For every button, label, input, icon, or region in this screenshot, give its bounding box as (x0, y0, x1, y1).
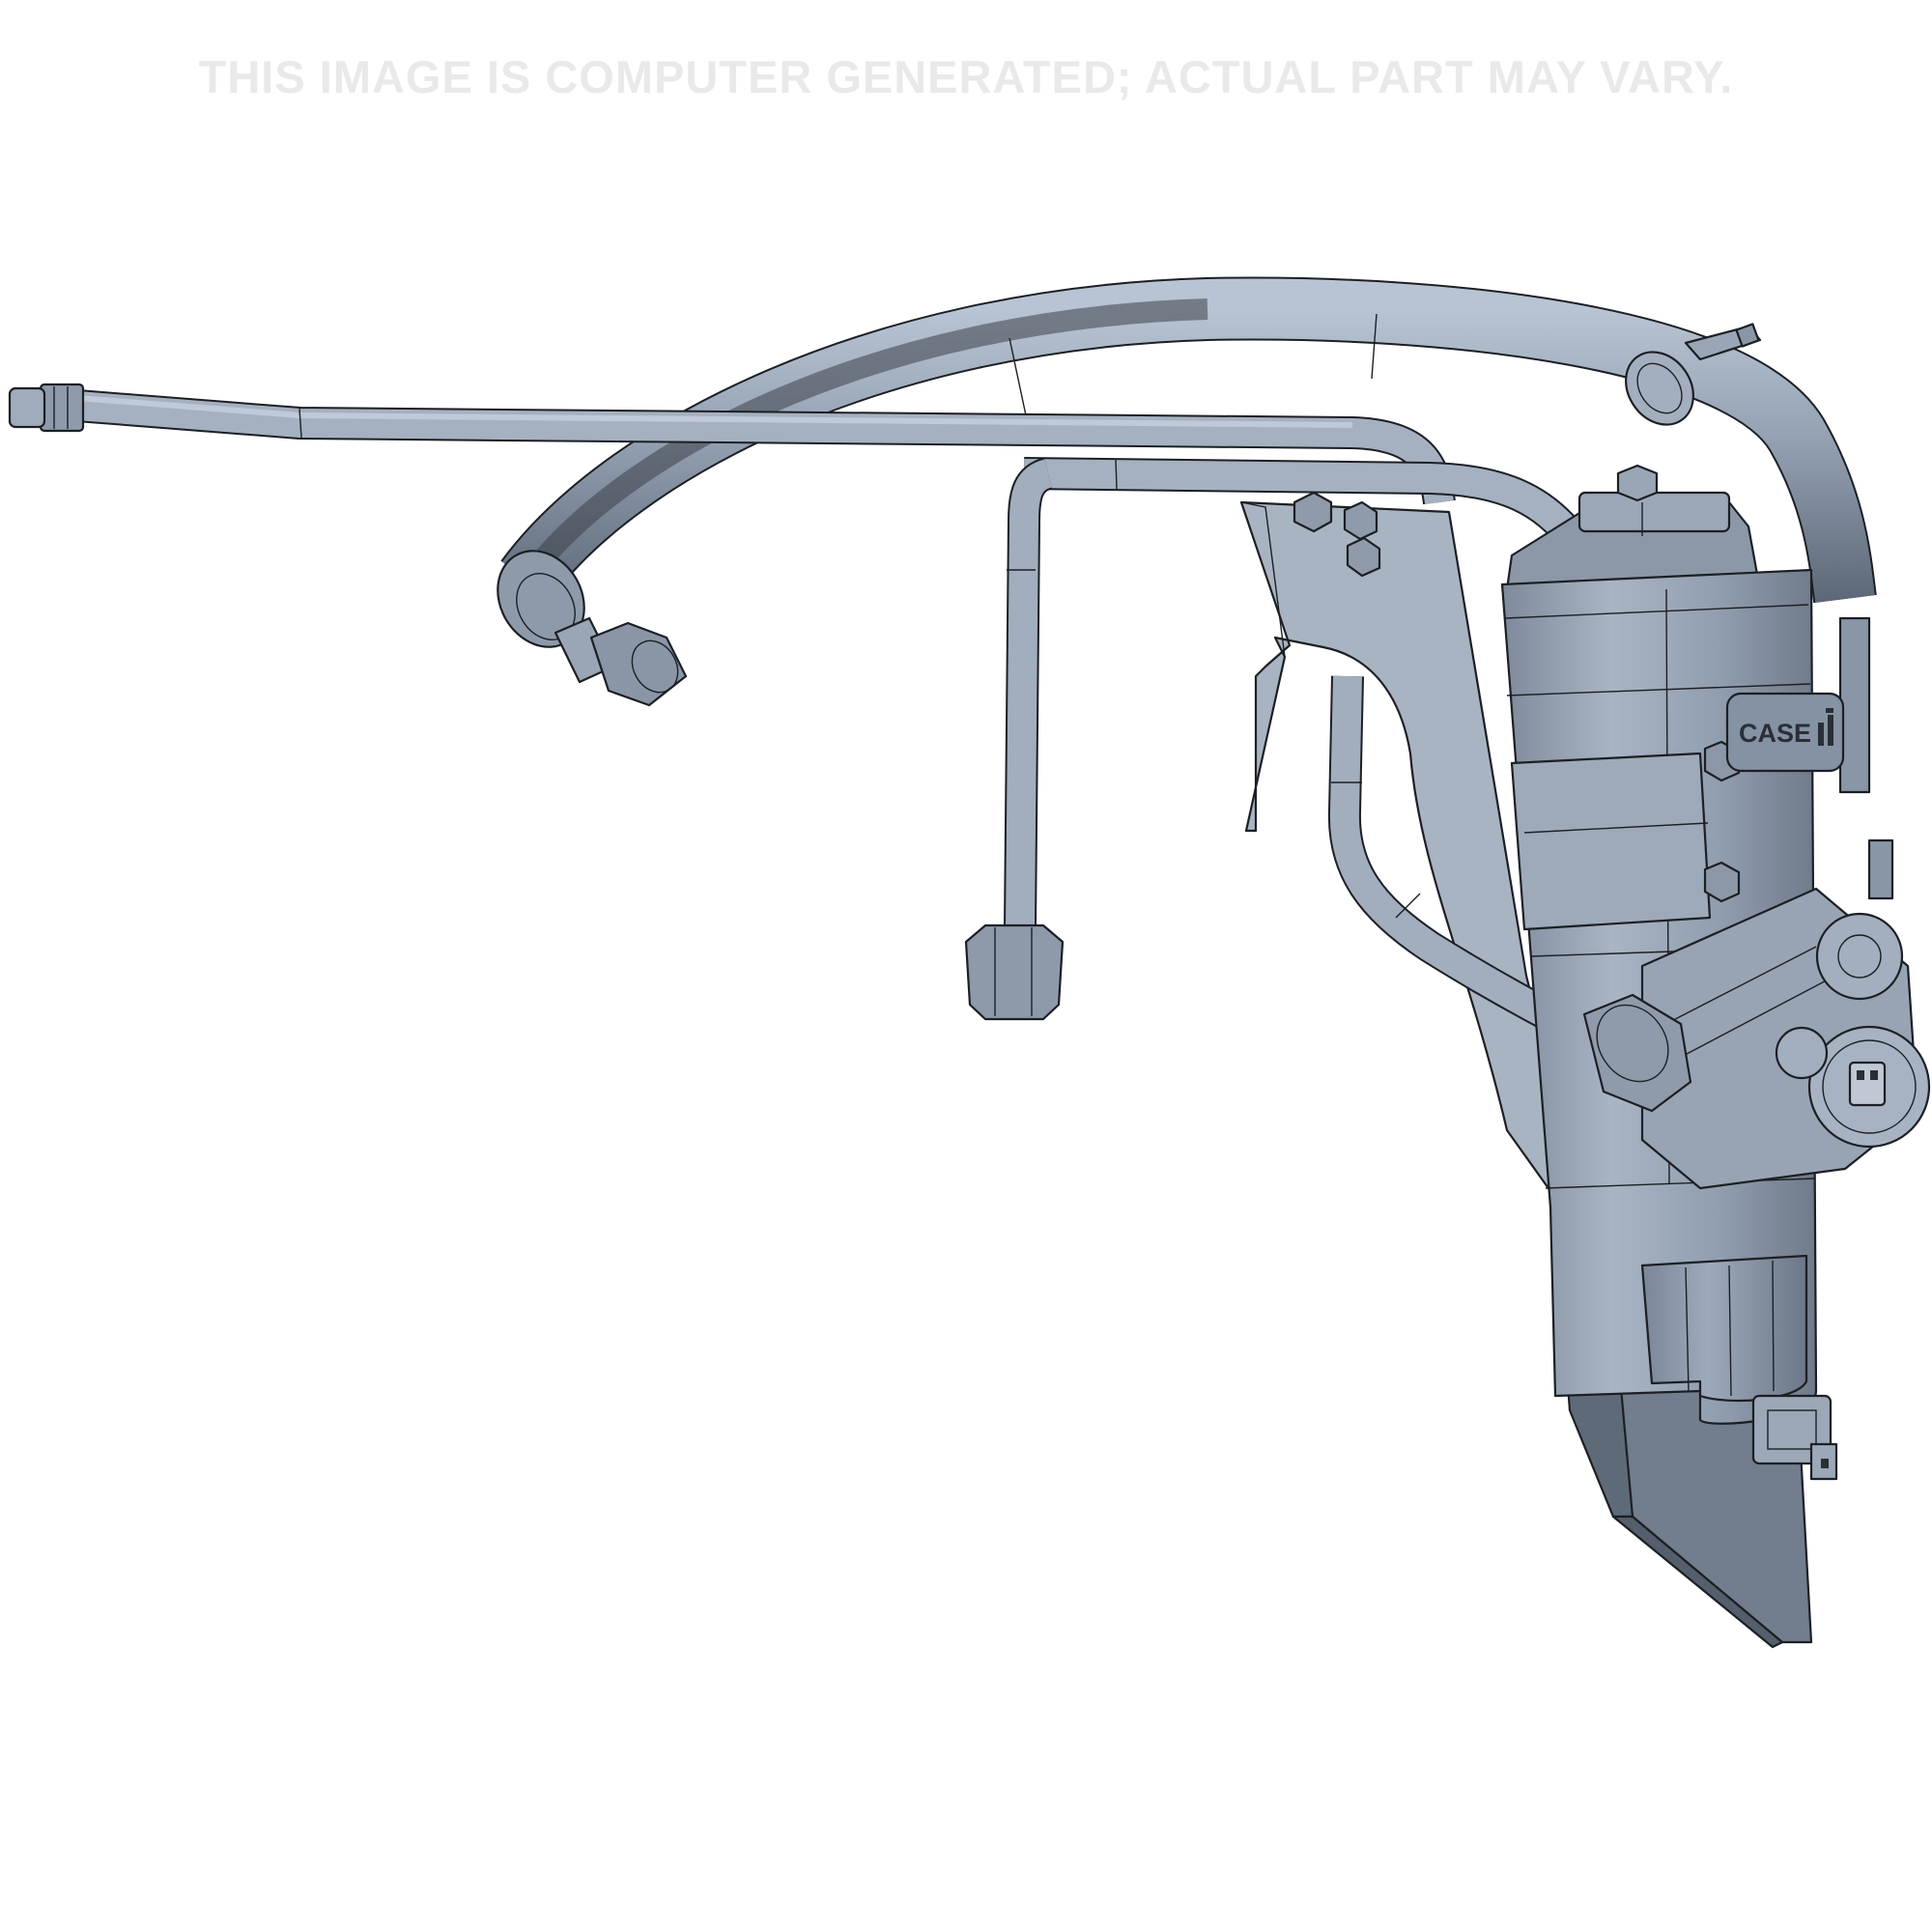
vertical-drop-tube (964, 457, 1065, 1021)
hose-clamp (1625, 323, 1762, 426)
mounting-bracket (1239, 491, 1562, 1200)
disclaimer-text: THIS IMAGE IS COMPUTER GENERATED; ACTUAL… (198, 51, 1734, 102)
fuel-filter-housing (1500, 464, 1894, 1481)
left-hose-fitting (497, 550, 688, 707)
case-ih-logo: CASE (1725, 692, 1845, 773)
front-tube-fitting (1582, 993, 1692, 1113)
bracket-bolt (1293, 491, 1381, 578)
logo-brand-text: CASE (1739, 719, 1811, 748)
